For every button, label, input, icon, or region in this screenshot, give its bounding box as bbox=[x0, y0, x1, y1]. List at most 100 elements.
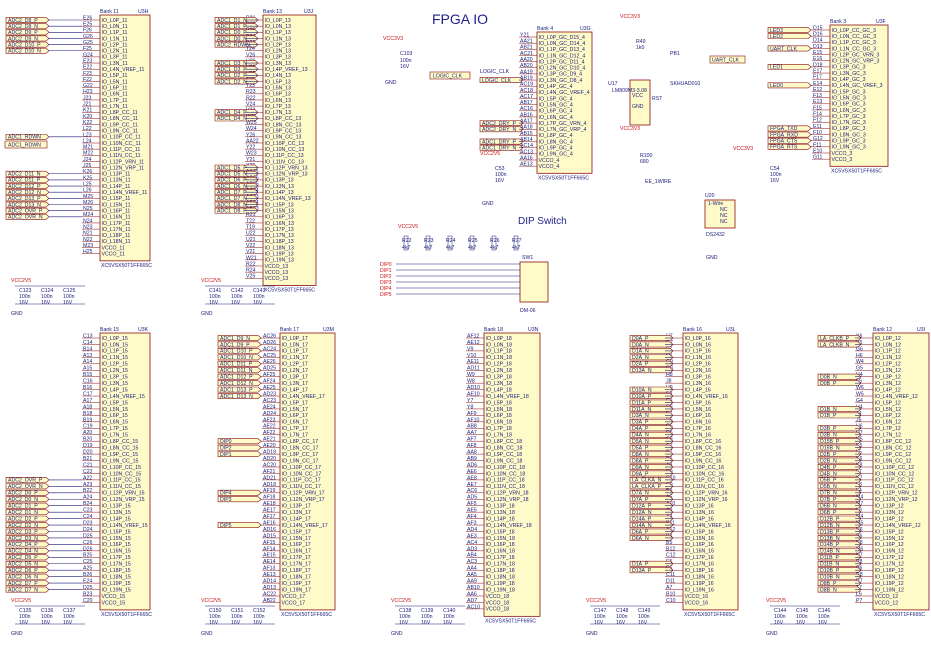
pin-number: A14 bbox=[83, 359, 92, 365]
cap-voltage: 16V bbox=[443, 620, 453, 626]
pin-number: AC3 bbox=[467, 559, 477, 565]
cap-voltage: 16V bbox=[19, 300, 29, 306]
net-flag bbox=[5, 496, 50, 503]
net-label: ADC1_D9_N bbox=[220, 336, 250, 342]
pin-number: AD10 bbox=[467, 385, 480, 391]
net-flag bbox=[629, 457, 674, 464]
pin-number: D16 bbox=[813, 32, 823, 38]
pin-name: IO_L7P_GC_VRN_4 bbox=[539, 121, 587, 127]
pin-number: AC13 bbox=[520, 149, 533, 155]
pin-number: A15 bbox=[83, 366, 92, 372]
pin-name: IO_L10N_CC_17 bbox=[282, 471, 322, 477]
net-flag bbox=[629, 341, 674, 348]
net-label: FPGA_RXD bbox=[770, 132, 798, 138]
pin-name: IO_L16P_13 bbox=[265, 215, 294, 221]
pin-name: IO_L2N_16 bbox=[685, 368, 712, 374]
net-label: ADC2_D0_P bbox=[8, 491, 38, 497]
pin-number: E13 bbox=[813, 99, 822, 105]
pin-name: IO_L8N_CC_15 bbox=[102, 445, 139, 451]
pin-number: AE11 bbox=[467, 359, 479, 365]
pin-name: IO_L13P_11 bbox=[102, 172, 131, 178]
net-flag bbox=[767, 137, 812, 144]
pin-number: AC21 bbox=[520, 51, 533, 57]
net-label: D12A_N bbox=[632, 510, 652, 516]
u20-body bbox=[704, 199, 736, 229]
pin-name: IO_L19P_17 bbox=[282, 581, 311, 587]
bank-label: Bank 17 bbox=[280, 327, 299, 333]
decoupling-caps: VCC2V5C123100n16VC124100n16VC125100n16VG… bbox=[11, 278, 85, 317]
net-label: D2B_P bbox=[820, 452, 837, 458]
pin-number: J25 bbox=[83, 163, 91, 169]
power-label: VCC2V5 bbox=[391, 598, 411, 604]
pin-number: E11 bbox=[813, 124, 822, 130]
pin-name: IO_L5P_16 bbox=[685, 400, 711, 406]
pin-name: IO_L1P_16 bbox=[685, 349, 711, 355]
part-number: XC5VSX50T1FF665C bbox=[831, 168, 882, 174]
part-number: XC5VSX50T1FF665C bbox=[684, 612, 735, 618]
net-label: D3A_N bbox=[632, 413, 649, 419]
pin-name: IO_L2P_18 bbox=[486, 362, 512, 368]
support-circuits: VCC2V5C123100n16VC124100n16VC125100n16VG… bbox=[4, 14, 840, 637]
chip-ref: U3I bbox=[917, 327, 925, 333]
net-flag bbox=[629, 348, 674, 354]
pin-number: V9 bbox=[467, 346, 473, 352]
pin-name: IO_L2P_12 bbox=[875, 362, 901, 368]
net-flag bbox=[629, 528, 674, 535]
pin-name: IO_L1N_13 bbox=[265, 36, 292, 42]
pin-number: E16 bbox=[813, 56, 822, 62]
pin-number: W21 bbox=[246, 255, 257, 261]
net-label: LA_CLKB_N bbox=[820, 342, 850, 348]
pin-name: VCCO_3 bbox=[832, 157, 853, 163]
cap-value: 100n bbox=[638, 614, 650, 620]
net-flag bbox=[5, 477, 50, 483]
cap-ref: C148 bbox=[616, 608, 629, 614]
chip-body bbox=[682, 332, 739, 611]
net-label: DIP1 bbox=[220, 452, 232, 458]
net-flag bbox=[629, 335, 674, 341]
pin-number: AE13 bbox=[263, 572, 276, 578]
pin-number: AA9 bbox=[467, 579, 477, 585]
cap-voltage: 16V bbox=[399, 620, 409, 626]
net-label: ADC1_D5_N bbox=[217, 172, 247, 178]
cap-value: 100n bbox=[41, 614, 53, 620]
net-label: ADC2_D7_P bbox=[8, 581, 38, 587]
cap-ref: C124 bbox=[41, 288, 54, 294]
power-label: VCC2V5 bbox=[201, 278, 221, 284]
net-label: D10A_N bbox=[632, 387, 652, 393]
pin-name: IO_L15P_16 bbox=[685, 529, 714, 535]
pin-name: IO_L2P_15 bbox=[102, 362, 128, 368]
part-number: XC5VSX50T1FF665C bbox=[264, 287, 315, 293]
pin-number: AE6 bbox=[467, 469, 477, 475]
pin-name: IO_L12N_VRP_13 bbox=[265, 172, 308, 178]
cap-ref: C144 bbox=[774, 608, 787, 614]
pin-number: AE21 bbox=[263, 437, 276, 443]
pin-name: IO_L10P_CC_13 bbox=[265, 141, 305, 147]
pin-number: AC18 bbox=[520, 88, 533, 94]
gnd-label: GND bbox=[11, 631, 23, 637]
pin-name: IO_L5N_18 bbox=[486, 407, 513, 413]
net-label: D15B_P bbox=[820, 439, 840, 445]
pin-number: AD18 bbox=[263, 482, 276, 488]
net-label: ADC2_D0_N bbox=[8, 497, 38, 503]
cap-voltage: 16V bbox=[41, 620, 51, 626]
pin-name: IO_L3P_16 bbox=[685, 375, 711, 381]
net-label: D5B_P bbox=[820, 478, 837, 484]
cap-ref: C125 bbox=[63, 288, 76, 294]
pin-number: AD4 bbox=[467, 527, 477, 533]
net-label: ADC1_D0_N bbox=[217, 36, 247, 42]
gnd-label: GND bbox=[385, 80, 397, 86]
res-value: 4k7 bbox=[446, 245, 454, 251]
pin-name: IO_L4N_VREF_15 bbox=[102, 394, 145, 400]
pin-number: H6 bbox=[856, 353, 863, 359]
pin-number: AD7 bbox=[467, 598, 477, 604]
pin-number: L22 bbox=[83, 126, 92, 132]
net-label: D0A_P bbox=[632, 336, 649, 342]
chip-body bbox=[99, 332, 151, 611]
net-label: D5A_N bbox=[632, 439, 649, 445]
net-flag bbox=[214, 29, 259, 36]
pin-number: AE25 bbox=[263, 385, 276, 391]
pin-number: M22 bbox=[83, 151, 93, 157]
cap-voltage: 16V bbox=[63, 300, 73, 306]
